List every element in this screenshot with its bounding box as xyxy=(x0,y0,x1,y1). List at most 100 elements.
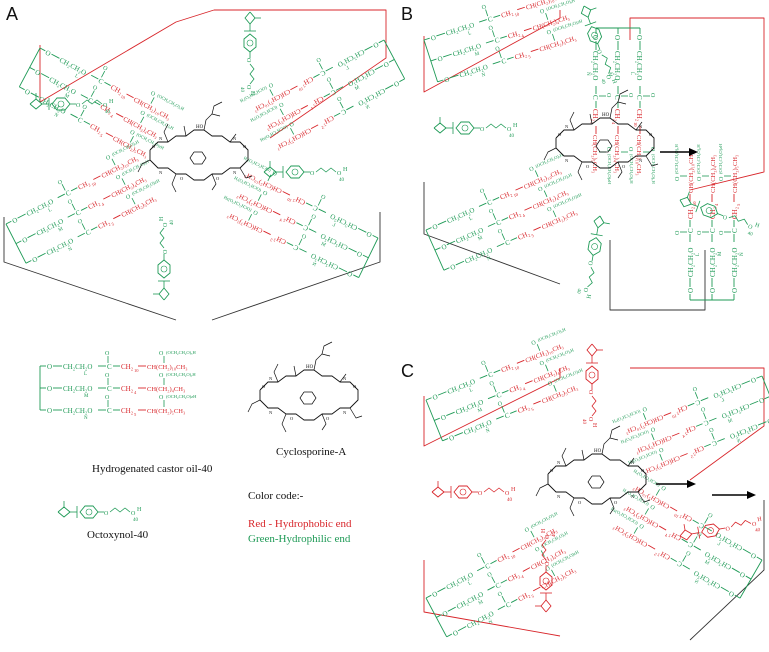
panel-b-arm-bottom-row-3-methylene-count: 5 xyxy=(736,203,741,206)
panel-b-octoxynol-bottom-terminal-h: H xyxy=(584,294,591,300)
panel-a-arm-top-left-row-2-methylene-count: 4 xyxy=(109,113,114,119)
panel-c-frame-top-right xyxy=(630,367,765,481)
legend-cyclosporine-side-chain-2 xyxy=(293,365,297,377)
panel-c-arm-bottom-right-row-3-peg-bond xyxy=(633,527,638,534)
panel-c-arm-bottom-left-row-3-peg-oxygen: O xyxy=(545,565,552,573)
panel-c-arm-bottom-right-row-2-bond-1 xyxy=(745,575,752,580)
panel-c-octoxynol-left-phenyl-ring xyxy=(453,485,473,499)
panel-b-arm-bottom-left-row-1-bond-5 xyxy=(515,186,524,191)
panel-c-arm-top-left-row-2-carbonyl-o: O xyxy=(489,380,496,387)
panel-b-cyclosporine-nitrogen-1: N xyxy=(565,124,569,129)
panel-b-arm-bottom-left-row-3-bond-5 xyxy=(533,226,541,231)
panel-b-cyclosporine-carbonyl-3: O xyxy=(586,164,590,169)
panel-a-octoxynol-right-terminal-h: H xyxy=(343,167,348,173)
panel-b-arm-top-right-row-2-peg-chain: (OCH₂CH₂O)ᵧH xyxy=(628,154,634,184)
panel-a-octoxynol-right-phenyl-aromatic xyxy=(291,168,299,176)
panel-c-arm-bottom-left-row-3-bond-1 xyxy=(446,633,453,638)
panel-b-arm-top-left-row-3-peg-bond xyxy=(552,33,555,41)
panel-c-cyclosporine-carbonyl-2: O xyxy=(641,468,645,473)
panel-a-arm-top-right-row-2-methylene-count: 4 xyxy=(310,105,315,111)
panel-a-arm-bottom-left-row-2-repeat-index: M xyxy=(58,227,65,234)
panel-b-arm-bottom-row-3-carbonyl-o: O xyxy=(719,230,725,235)
panel-a-arm-top-right-row-3-bond-5 xyxy=(310,124,319,130)
panel-a-arm-top-left-row-3-bond-4 xyxy=(83,120,91,125)
panel-c-arm-bottom-left-row-3-oxygen-1: O xyxy=(451,629,459,638)
panel-a-cyclosporine-nitrogen-2: N xyxy=(233,136,237,141)
panel-b-frame-top-left xyxy=(423,10,561,93)
panel-a-arm-top-left-row-1-methylene-count: 10 xyxy=(120,94,127,101)
panel-c-arm-top-left-row-1-bond-3 xyxy=(479,374,488,379)
panel-c-arm-top-right-row-1-oxygen-1: O xyxy=(750,376,758,385)
panel-a-arm-bottom-left-row-2-oxygen-1: O xyxy=(21,235,29,244)
panel-b-arm-bottom-left-row-1-carbonyl-c: C xyxy=(486,198,494,207)
panel-a-arm-bottom-left-row-2-bond-5 xyxy=(103,195,111,200)
panel-a-arm-top-left-row-3-peg-oxygen: O xyxy=(129,129,136,137)
panel-a-arm-bottom-right-row-1-bond-3 xyxy=(318,208,327,213)
panel-a-arm-top-right-row-2-repeat-index: M xyxy=(354,85,361,92)
panel-a-arm-bottom-right-row-3-bond-1 xyxy=(353,274,359,278)
panel-b-arm-bottom-row-2-oxygen-1: O xyxy=(709,288,717,293)
panel-c-octoxynol-top-phenyl-ring xyxy=(585,365,599,385)
panel-a-octoxynol-bottom-tail-branch xyxy=(158,287,170,301)
panel-c-arm-top-left-row-3-bond-3 xyxy=(496,415,504,420)
panel-a-cyclosporine-carbonyl-2: O xyxy=(243,144,247,149)
panel-b-arm-bottom-row-1-methylene: CH₂ xyxy=(687,206,695,219)
panel-b-arm-top-left-row-1-bond-3 xyxy=(479,19,487,23)
panel-a-arm-top-right: OCH₂CH₂OLCOCH₂10CH(CH₂)₁₀CH₃O(OCH₂CH₂O)ₓ… xyxy=(238,39,406,151)
panel-c-arm-bottom-left-row-1-methylene-count: 10 xyxy=(510,553,517,560)
panel-b-arm-bottom-left-row-2-bond-3 xyxy=(487,222,496,227)
panel-a-cyclosporine-nitrogen-4: N xyxy=(233,170,237,175)
panel-b-arm-top-left-row-2-carbonyl-c: C xyxy=(494,36,501,45)
panel-c-arm-top-left-row-3-carbonyl-c: C xyxy=(503,411,511,420)
panel-c-arm-top-left-row-2-bond-2 xyxy=(446,411,455,416)
legend-octoxynol-terminal-h: H xyxy=(137,507,142,513)
panel-b-octoxynol-bottom-phenyl-o-bond xyxy=(591,255,594,262)
panel-a-arm-bottom-left-row-3-oxygen-1: O xyxy=(31,255,39,264)
panel-a-octoxynol-right-peg-count: 40 xyxy=(339,178,345,183)
panel-b-octoxynol-bottom-phenyl-aromatic xyxy=(591,243,598,250)
panel-b-arm-top-right-row-1-peg-chain: (OCH₂CH₂O)ₓH xyxy=(651,154,656,184)
panel-c-arm-top-left-backbone xyxy=(425,399,443,441)
panel-a-arm-top-left-row-1-carbonyl-o: O xyxy=(102,65,109,73)
panel-c-arm-bottom-right-row-3-repeat-index: N xyxy=(693,579,699,585)
panel-a-arm-top-right-row-2-carbonyl-o: O xyxy=(325,77,332,85)
panel-a-arm-top-right-row-1-bond-3 xyxy=(325,66,334,72)
panel-b-arrow-head xyxy=(689,148,698,156)
panel-b-arm-bottom-left-row-3-bond-3 xyxy=(496,242,505,248)
panel-a-frame-top-left xyxy=(39,9,215,103)
panel-c-arm-bottom-left-row-2-carbonyl-c: C xyxy=(494,581,502,590)
panel-a-octoxynol-top-terminal-h: H xyxy=(249,91,255,96)
panel-c-arm-bottom-right-row-3-carbonyl-c: C xyxy=(675,560,683,569)
panel-b-octoxynol-left-terminal-oxygen: O xyxy=(507,127,512,133)
panel-c-arm-bottom-left-row-2-oxygen-1: O xyxy=(441,609,449,618)
panel-a-arm-top-right-row-3-carbonyl-bond xyxy=(339,101,344,109)
panel-c-cyclosporine-nitrogen-4: N xyxy=(631,494,635,499)
legend-castor-oil-label: Hydrogenated castor oil-40 xyxy=(92,463,213,475)
panel-a-arm-top-right-row-3-oxygen-1: O xyxy=(393,79,401,88)
panel-a-arm-top-left-row-1-bond-2 xyxy=(51,53,60,59)
legend-castor-oil-row-3-carbonyl-o: O xyxy=(105,395,110,401)
panel-b-arm-top-left-row-1-methylene-count: 10 xyxy=(514,11,521,17)
panel-c-octoxynol-top-tail-branch xyxy=(586,343,598,357)
panel-b-arm-bottom-left-row-2-bond-1 xyxy=(434,247,441,251)
panel-c-arm-top-left-row-1-carbonyl-c: C xyxy=(487,370,495,379)
panel-a-arm-bottom-right-row-2-peg-oxygen: O xyxy=(261,190,268,198)
panel-c-arm-top-left-row-1-peg-oxygen: O xyxy=(531,340,538,347)
panel-b-cyclosporine-side-chain-5 xyxy=(577,161,583,181)
panel-a-arm-bottom-right-row-1-ethoxy: CH₂CH₂O xyxy=(329,212,359,232)
panel-c-arm-top-right-row-3-carbonyl-o: O xyxy=(708,427,715,434)
panel-c-arm-top-right-row-3-bond-3 xyxy=(717,438,725,442)
panel-a-cyclosporine-side-chain-8 xyxy=(137,159,151,173)
panel-b-cyclosporine-inner-residue xyxy=(595,139,613,153)
panel-c-arm-bottom-left-row-2-bond-2 xyxy=(447,606,456,612)
panel-c-arm-top-right-row-1-repeat-index: L xyxy=(721,398,726,404)
panel-a-arm-bottom-left-row-3-bond-5 xyxy=(113,214,121,220)
panel-a-octoxynol-bottom-terminal-h: H xyxy=(159,216,165,221)
panel-c-cyclosporine-side-chain-2 xyxy=(581,449,585,461)
panel-c-arm-top-left-row-1-methylene-count: 10 xyxy=(514,365,521,372)
panel-c-octoxynol-top-peg-count: 40 xyxy=(581,419,586,425)
panel-a-arm-bottom-right-row-1-bond-5 xyxy=(282,191,291,196)
